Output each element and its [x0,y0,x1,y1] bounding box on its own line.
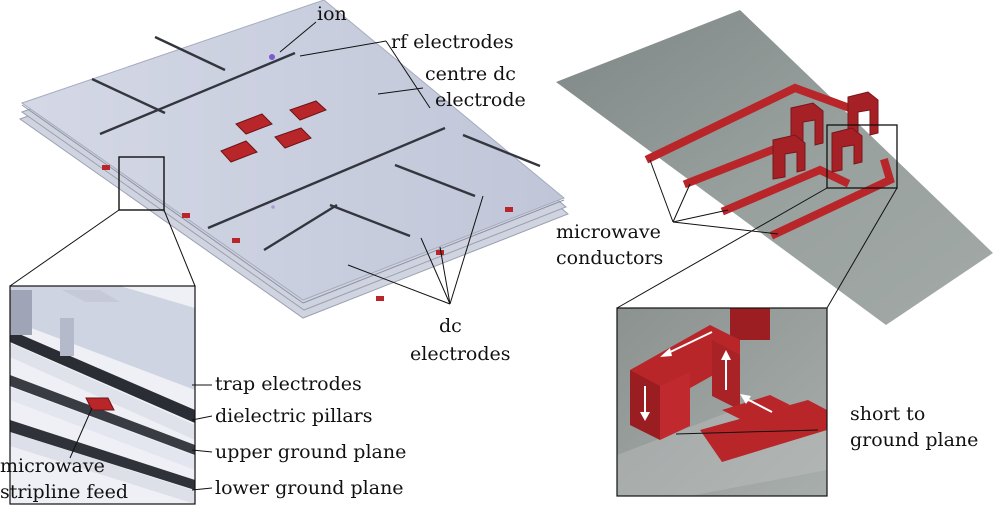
trap-electrode-layer [20,0,565,301]
ion-marker-faint [271,205,275,209]
label-microwave-conductors-1: microwave [556,221,661,243]
conductor-posts [772,91,879,180]
label-rf-electrodes: rf electrodes [391,31,514,53]
label-centre-dc-1: centre dc [425,63,516,85]
label-centre-dc-2: electrode [435,89,526,111]
label-dc-electrodes-1: dc [439,315,462,337]
conductor-zoom-box [826,124,898,189]
label-stripline-1: microwave [0,455,105,477]
short-inset [616,307,828,497]
label-lower-ground-plane: lower ground plane [215,477,404,499]
label-microwave-conductors-2: conductors [556,247,663,269]
labels: ion rf electrodes centre dc electrode dc… [0,3,978,503]
ion-marker [269,54,275,60]
label-short-2: ground plane [850,429,978,451]
chip-edge [21,104,565,304]
label-stripline-2: stripline feed [0,481,128,503]
label-upper-ground-plane: upper ground plane [215,441,406,463]
label-dielectric-pillars: dielectric pillars [215,405,372,427]
label-dc-electrodes-2: electrodes [410,343,511,365]
label-short-1: short to [850,403,925,425]
current-arrows [640,331,773,421]
label-trap-electrodes: trap electrodes [215,373,362,395]
label-ion: ion [317,3,347,25]
ground-plane-panel [556,10,993,325]
conductor-leader-lines [649,159,779,235]
zoom-box [118,156,165,211]
trap-chip [9,0,569,319]
stripline-feed [85,397,115,411]
cross-section-inset [9,285,196,505]
centre-electrode-pads [220,100,327,163]
edge-stripline-feeds [102,165,513,301]
label-leaders [69,21,819,491]
electrode-gaps [91,35,541,252]
